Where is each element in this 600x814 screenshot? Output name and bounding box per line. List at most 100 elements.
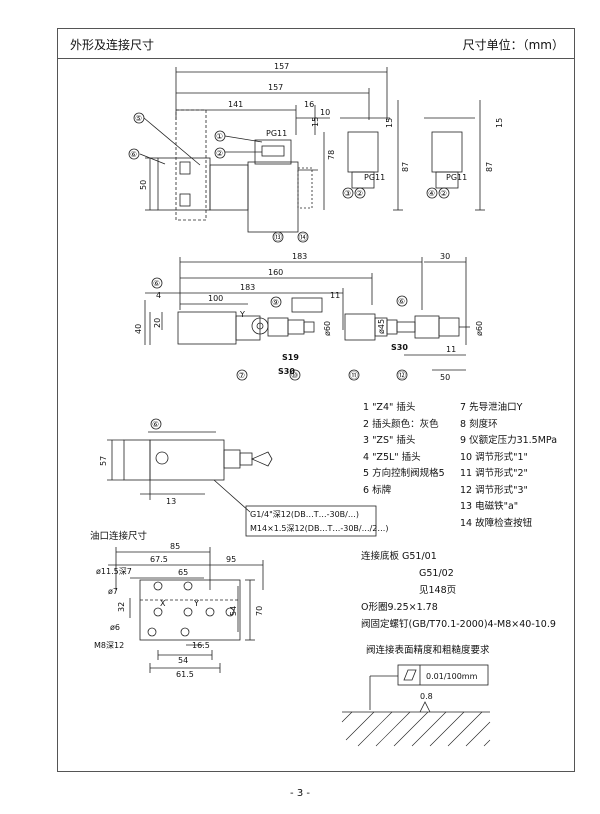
dim-text: 70 xyxy=(255,606,264,616)
legend-item: 7 先导泄油口Y xyxy=(460,402,523,413)
dim-text: 67.5 xyxy=(150,555,168,564)
dim-text: 40 xyxy=(134,324,143,334)
callout-number: ⑩ xyxy=(291,371,298,380)
wrench-size-label: S30 xyxy=(278,367,295,376)
dim-text: 4 xyxy=(156,291,161,300)
dim-text: 183 xyxy=(240,283,255,292)
dim-text: 157 xyxy=(268,83,283,92)
callout-number: ⑨ xyxy=(272,298,279,307)
legend-item: 9 仪额定压力31.5MPa xyxy=(460,435,558,446)
connection-line: 阀固定螺钉(GB/T70.1-2000)4-M8×40-10.9 xyxy=(361,619,556,630)
dim-text: ø7 xyxy=(108,587,118,596)
callout-number: ⑥ xyxy=(152,420,159,429)
side-view-drawing xyxy=(107,418,377,537)
dim-text: 16.5 xyxy=(192,641,210,650)
callout-number: ⑤ xyxy=(135,114,142,123)
surface-drawing xyxy=(342,664,490,713)
dim-text: 11 xyxy=(330,291,340,300)
dim-text: 141 xyxy=(228,100,243,109)
dim-text: 78 xyxy=(327,150,336,160)
dim-text: 16 xyxy=(304,100,314,109)
legend-item: 8 刻度环 xyxy=(460,418,498,430)
dim-text: 11 xyxy=(446,345,456,354)
callout-number: ③ xyxy=(344,189,351,198)
legend-item: 6 标牌 xyxy=(363,484,392,496)
dim-text: 87 xyxy=(401,162,410,172)
legend-left: 1 "Z4" 插头 2 插头颜色：灰色 3 "ZS" 插头 4 "Z5L" 插头… xyxy=(363,400,445,499)
plug-label: PG11 xyxy=(364,173,385,182)
callout-number: ⑪ xyxy=(350,371,358,380)
dim-text: 95 xyxy=(226,555,236,564)
legend-item: 14 故障检查按钮 xyxy=(460,517,533,529)
callout-number: ② xyxy=(356,189,363,198)
legend-right: 7 先导泄油口Y 8 刻度环 9 仪额定压力31.5MPa 10 调节形式"1"… xyxy=(460,400,557,532)
dim-text: 61.5 xyxy=(176,670,194,679)
plug-label: PG11 xyxy=(446,173,467,182)
callout-number: ② xyxy=(216,149,223,158)
oil-port-title: 油口连接尺寸 xyxy=(90,531,148,542)
dim-text: 157 xyxy=(274,62,289,71)
dim-text: 15 xyxy=(495,118,504,128)
dim-text: 65 xyxy=(178,568,188,577)
roughness-value: 0.8 xyxy=(420,692,433,701)
callout-number: ⑬ xyxy=(274,233,282,242)
dim-text: 15 xyxy=(311,117,320,127)
dim-text: 10 xyxy=(320,108,330,117)
callout-number: ⑫ xyxy=(398,371,406,380)
callout-number: ⑦ xyxy=(238,371,245,380)
plug-label: PG11 xyxy=(266,129,287,138)
dim-text: 50 xyxy=(139,180,148,190)
page-frame: 外形及连接尺寸 尺寸单位：（mm） xyxy=(57,28,575,772)
dim-text: 13 xyxy=(166,497,176,506)
dim-text: 57 xyxy=(99,456,108,466)
dim-text: 160 xyxy=(268,268,283,277)
legend-item: 10 调节形式"1" xyxy=(460,451,528,463)
page-header: 外形及连接尺寸 尺寸单位：（mm） xyxy=(58,29,574,59)
section-title: 外形及连接尺寸 xyxy=(70,38,155,52)
dim-text: 32 xyxy=(117,602,126,612)
surface-requirement-title: 阀连接表面精度和粗糙度要求 xyxy=(366,645,490,656)
callout-number: ⑥ xyxy=(398,297,405,306)
dim-text: 15 xyxy=(385,118,394,128)
dim-text: 30 xyxy=(440,252,450,261)
wrench-size-label: S30 xyxy=(391,343,408,352)
legend-item: 1 "Z4" 插头 xyxy=(363,402,416,413)
dim-text: 54 xyxy=(178,656,188,665)
dim-text: 183 xyxy=(292,252,307,261)
connection-line: 连接底板 G51/01 xyxy=(361,551,437,562)
port-note: M14×1.5深12(DB…T…-30B/…/2…) xyxy=(250,524,389,533)
connection-info: 连接底板 G51/01 G51/02 见148页 O形圈9.25×1.78 阀固… xyxy=(361,548,556,633)
top-view-drawing xyxy=(128,67,485,243)
callout-number: ⑥ xyxy=(153,279,160,288)
dim-text: ø11.5深7 xyxy=(96,567,132,576)
oil-port-drawing xyxy=(108,547,264,673)
dim-text: ø60 xyxy=(323,321,332,336)
port-label: Y xyxy=(193,599,199,608)
hatched-surface xyxy=(341,711,491,747)
dim-text: 87 xyxy=(485,162,494,172)
dim-text: 20 xyxy=(153,318,162,328)
dim-text: ø45 xyxy=(377,319,386,334)
callout-number: ⑭ xyxy=(299,233,307,242)
legend-item: 4 "Z5L" 插头 xyxy=(363,451,421,463)
unit-label: 尺寸单位：（mm） xyxy=(462,38,564,52)
page-number: - 3 - xyxy=(290,788,310,799)
legend-item: 2 插头颜色：灰色 xyxy=(363,418,439,430)
dim-text: 85 xyxy=(170,542,180,551)
callout-number: ⑥ xyxy=(130,150,137,159)
connection-line: 见148页 xyxy=(419,585,457,596)
dim-text: ø60 xyxy=(475,321,484,336)
dim-text: ø6 xyxy=(110,623,120,632)
legend-item: 5 方向控制阀规格5 xyxy=(363,468,445,479)
dim-text: M8深12 xyxy=(94,641,124,650)
port-label: Y xyxy=(239,310,245,319)
connection-line: O形圈9.25×1.78 xyxy=(361,602,438,613)
legend-item: 3 "ZS" 插头 xyxy=(363,435,416,446)
dim-text: 54 xyxy=(229,606,238,616)
front-view-drawing xyxy=(144,257,470,381)
wrench-size-label: S19 xyxy=(282,353,299,362)
legend-item: 11 调节形式"2" xyxy=(460,468,528,479)
dim-text: 100 xyxy=(208,294,223,303)
callout-number: ① xyxy=(216,132,223,141)
